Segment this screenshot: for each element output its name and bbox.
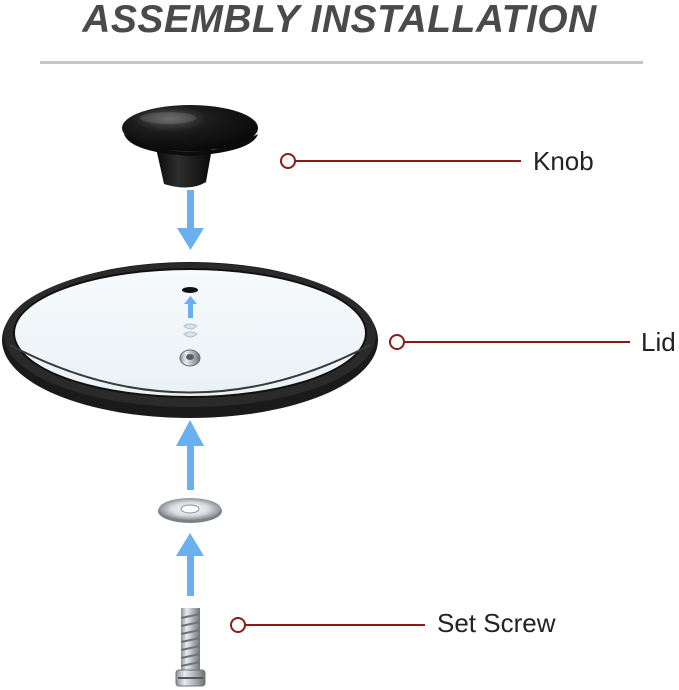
set-screw-part — [175, 608, 206, 687]
set-screw-label: Set Screw — [437, 608, 556, 638]
circle-marker-icon — [389, 334, 405, 350]
knob-label: Knob — [533, 146, 594, 176]
knob-part — [122, 105, 258, 188]
arrow-up-icon — [176, 533, 204, 596]
arrow-down-icon — [177, 190, 204, 250]
lid-part — [2, 262, 378, 418]
washer-part — [158, 498, 222, 523]
knob-callout — [280, 153, 521, 169]
lid-label: Lid — [641, 327, 676, 357]
circle-marker-icon — [230, 617, 246, 633]
circle-marker-icon — [280, 153, 296, 169]
lid-callout — [389, 334, 630, 350]
title-divider — [40, 61, 643, 64]
set-screw-callout — [230, 617, 425, 633]
arrow-up-icon — [176, 420, 204, 490]
page-title: ASSEMBLY INSTALLATION — [82, 0, 597, 41]
